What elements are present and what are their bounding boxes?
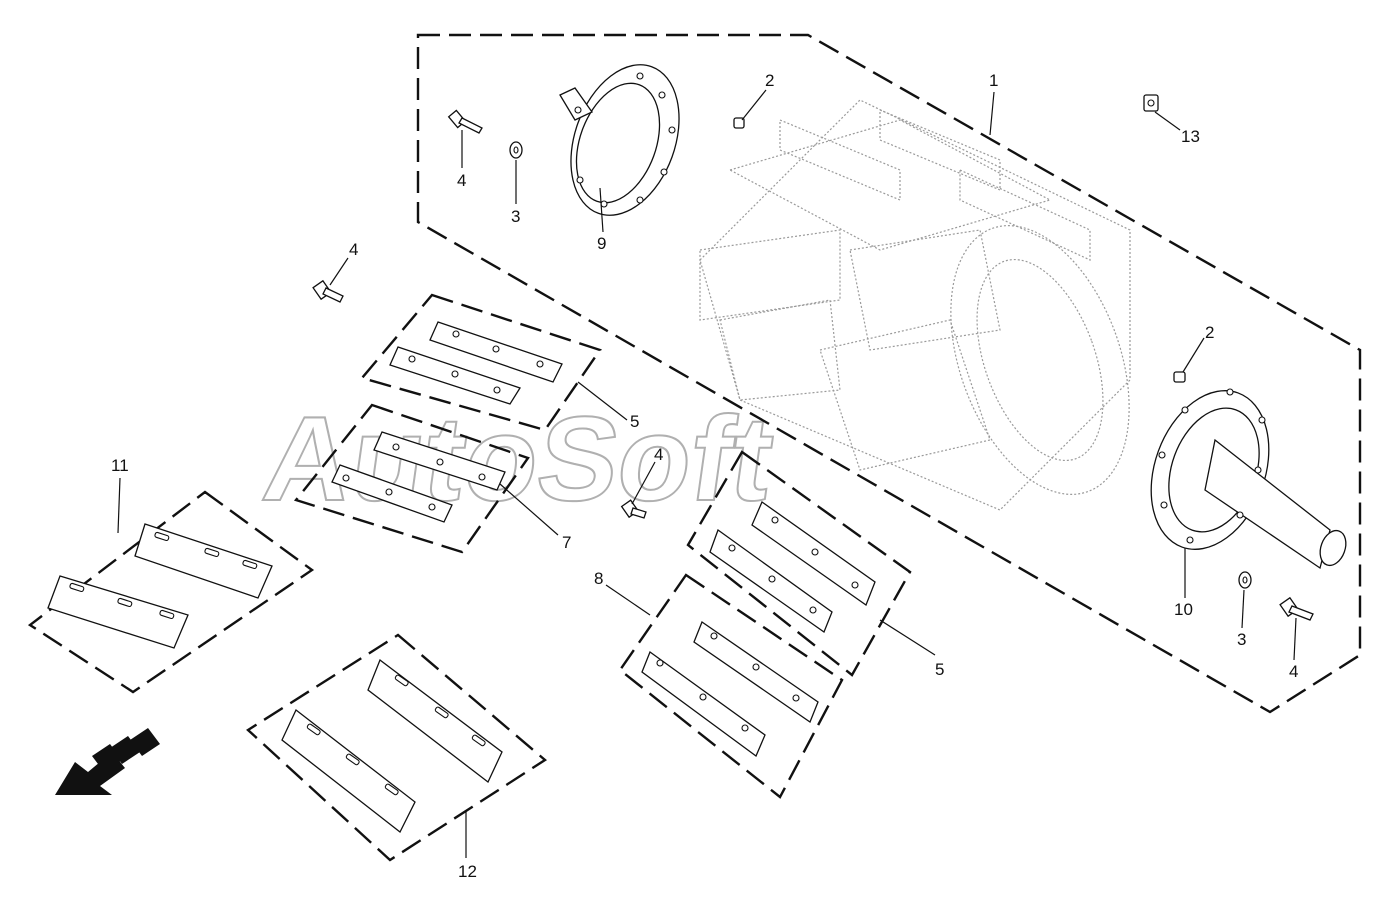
callout-12: 12	[458, 862, 477, 881]
group-5-upper-boundary	[359, 293, 602, 432]
group-7-boundary	[293, 403, 530, 554]
nut-2-top	[733, 117, 745, 129]
bolt-4-top-left	[447, 109, 483, 134]
assembly-1-boundary	[416, 33, 1362, 714]
flange-hub-9	[559, 64, 680, 216]
callout-4-left: 4	[349, 240, 358, 259]
callout-7: 7	[562, 533, 571, 552]
blade-pair-5-lower	[709, 501, 876, 634]
blade-pair-11	[47, 523, 273, 649]
callout-2-top: 2	[765, 71, 774, 90]
direction-arrow-icon	[55, 728, 160, 795]
group-8-boundary	[618, 573, 844, 799]
group-5-lower-boundary	[686, 450, 912, 677]
nut-2-right	[1173, 371, 1186, 383]
callout-4-top: 4	[457, 171, 466, 190]
callout-4-center: 4	[654, 445, 663, 464]
callout-5-lower: 5	[935, 660, 944, 679]
callout-1: 1	[989, 71, 998, 90]
blade-pair-12	[281, 658, 503, 834]
callout-4-right: 4	[1289, 662, 1298, 681]
group-11-boundary	[27, 490, 315, 694]
group-12-boundary	[246, 633, 548, 862]
callout-3-top: 3	[511, 207, 520, 226]
bolt-4-left	[312, 279, 344, 303]
fitting-13	[1143, 94, 1159, 112]
callout-3-right: 3	[1237, 630, 1246, 649]
callout-5-upper: 5	[630, 412, 639, 431]
callout-11: 11	[111, 456, 129, 475]
bolt-4-right	[1279, 596, 1314, 621]
washer-3-right	[1238, 571, 1252, 589]
callout-8: 8	[594, 569, 603, 588]
watermark-text: AutoSoft	[256, 392, 781, 526]
bolt-4-center	[620, 499, 647, 519]
callout-2-right: 2	[1205, 323, 1214, 342]
washer-3-top	[509, 141, 523, 159]
blade-pair-5-upper	[389, 321, 563, 405]
callout-13: 13	[1181, 127, 1200, 146]
callout-10: 10	[1174, 600, 1193, 619]
rotor-drum-ghost	[699, 99, 1131, 511]
flange-shaft-10	[1150, 388, 1347, 570]
blade-pair-8	[641, 621, 819, 758]
blade-pair-7	[331, 431, 506, 523]
callout-9: 9	[597, 234, 606, 253]
leader-lines	[117, 89, 1297, 858]
